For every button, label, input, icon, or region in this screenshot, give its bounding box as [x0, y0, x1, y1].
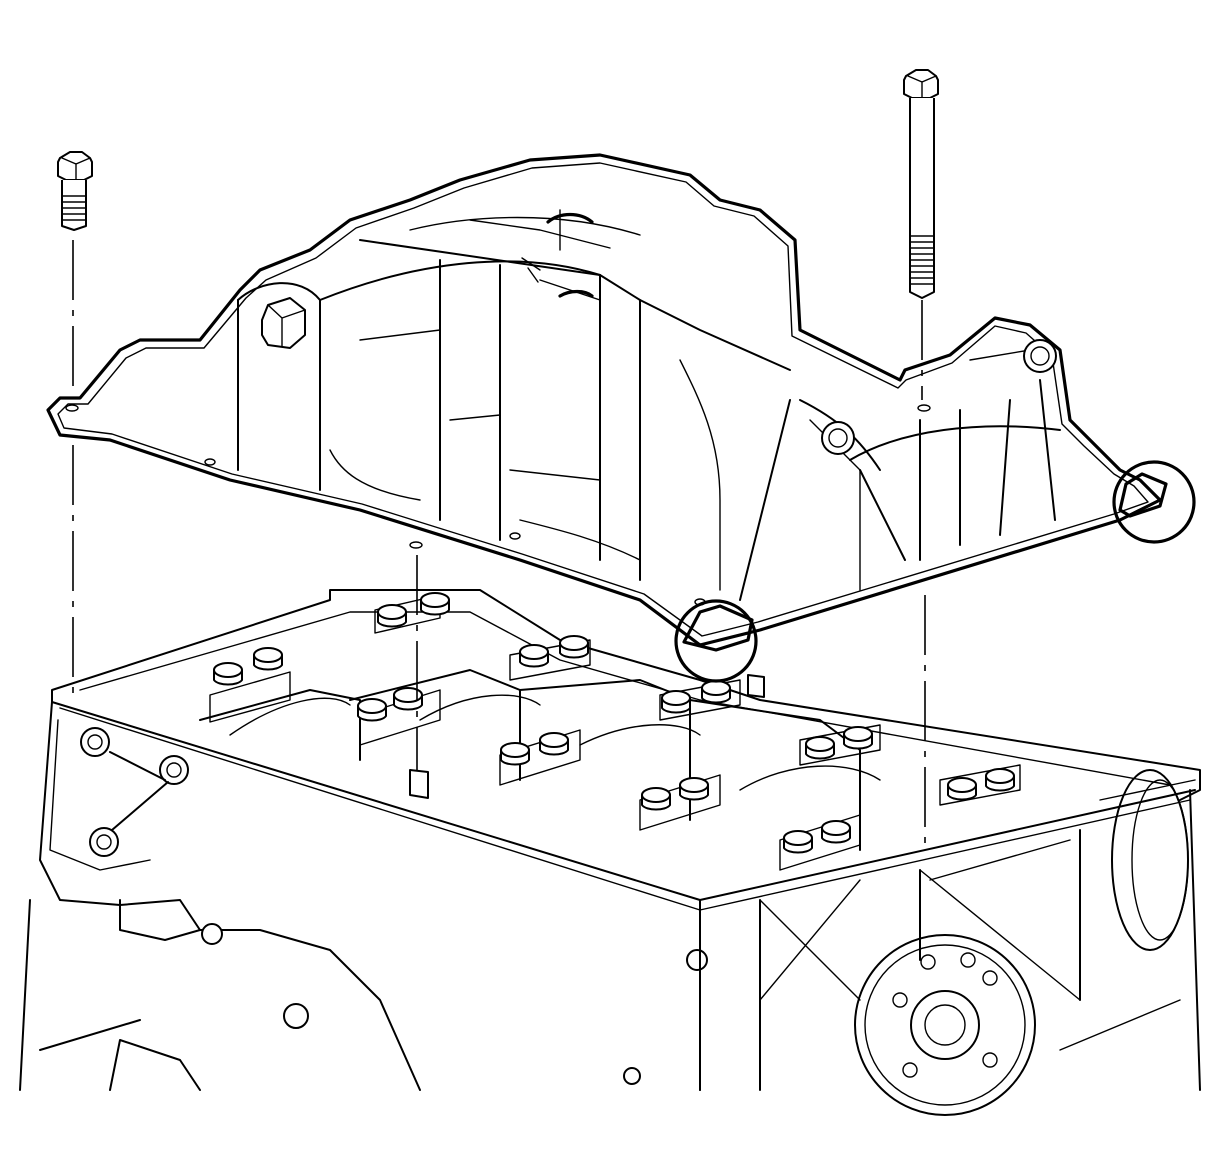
block-bolt [213, 662, 243, 686]
block-bolt [519, 644, 549, 668]
block-bolt-group [213, 592, 1015, 854]
sealant-callout-rear [1112, 460, 1196, 544]
block-bolt [559, 635, 589, 659]
block-bolt [357, 698, 387, 722]
block-bolt [821, 820, 851, 844]
oil-pan-bolt-long [903, 69, 939, 299]
block-bolt [783, 830, 813, 854]
block-bolt [253, 647, 283, 671]
block-bolt [500, 742, 530, 766]
block-bolt [539, 732, 569, 756]
block-bolt [641, 787, 671, 811]
oil-pan [46, 153, 1162, 647]
block-bolt [393, 687, 423, 711]
alignment-guide-right [921, 300, 926, 850]
block-bolt [701, 680, 731, 704]
block-bolt [661, 690, 691, 714]
block-bolt [420, 592, 450, 616]
block-bolt [377, 604, 407, 628]
sealant-callout-front [674, 599, 758, 683]
block-bolt [843, 726, 873, 750]
engine-block [19, 589, 1201, 1116]
block-bolt [679, 777, 709, 801]
block-bolt [985, 768, 1015, 792]
oil-pan-bolt-short [57, 151, 93, 231]
block-bolt [947, 777, 977, 801]
block-bolt [805, 736, 835, 760]
